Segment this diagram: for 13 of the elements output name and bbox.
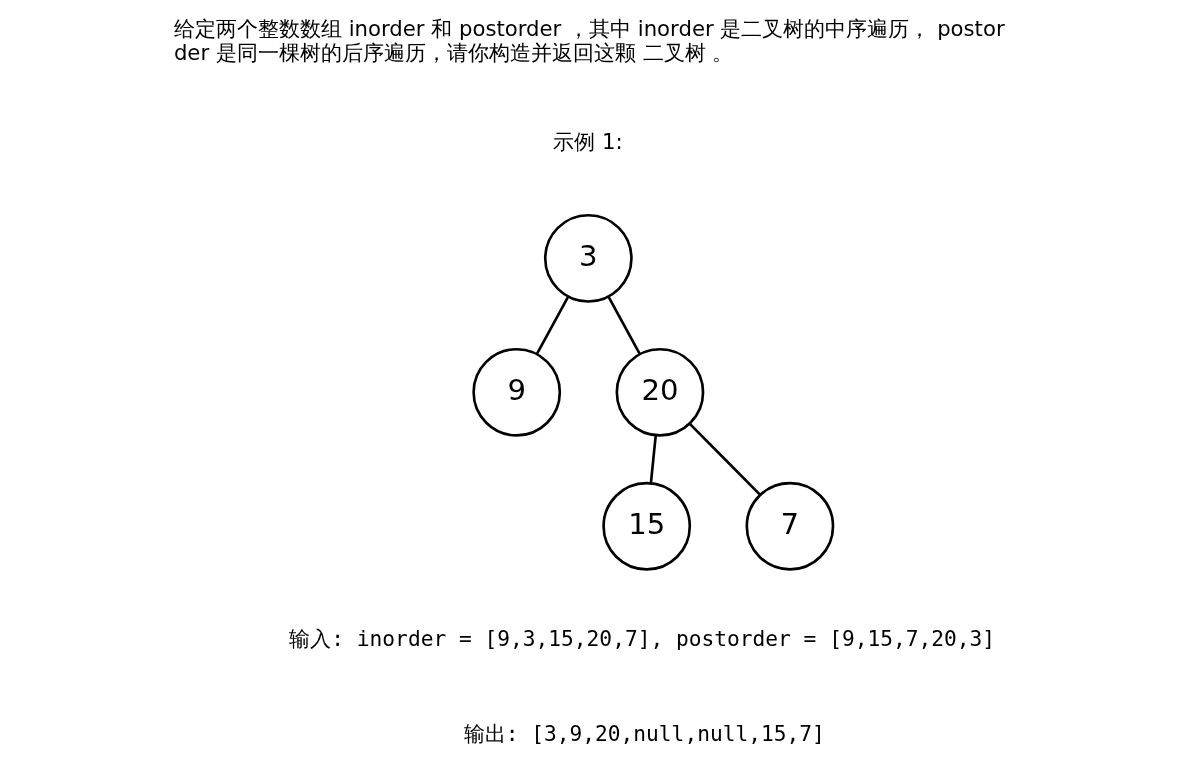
node-circle: 9 <box>471 347 561 437</box>
label: 示例 1: <box>552 128 623 154</box>
connector <box>649 435 657 484</box>
node-circle: 3 <box>543 213 633 303</box>
connector <box>688 423 761 496</box>
node-circle: 7 <box>745 481 834 571</box>
label: 给定两个整数数组 inorder 和 postorder ，其中 inorder 是二叉树的中序遍历， postorder 是同一棵树的后序遍历，请你构造并返回这颗 二叉树 。 <box>173 15 1005 65</box>
node-circle: 15 <box>601 481 691 571</box>
label: 输出: [3,9,20,null,null,15,7] <box>463 721 825 747</box>
connector <box>606 295 641 355</box>
label: 输入: inorder = [9,3,15,20,7], postorder = [9,15,7,20,3] <box>288 626 995 651</box>
connector <box>535 295 569 355</box>
node-circle: 20 <box>615 347 704 437</box>
